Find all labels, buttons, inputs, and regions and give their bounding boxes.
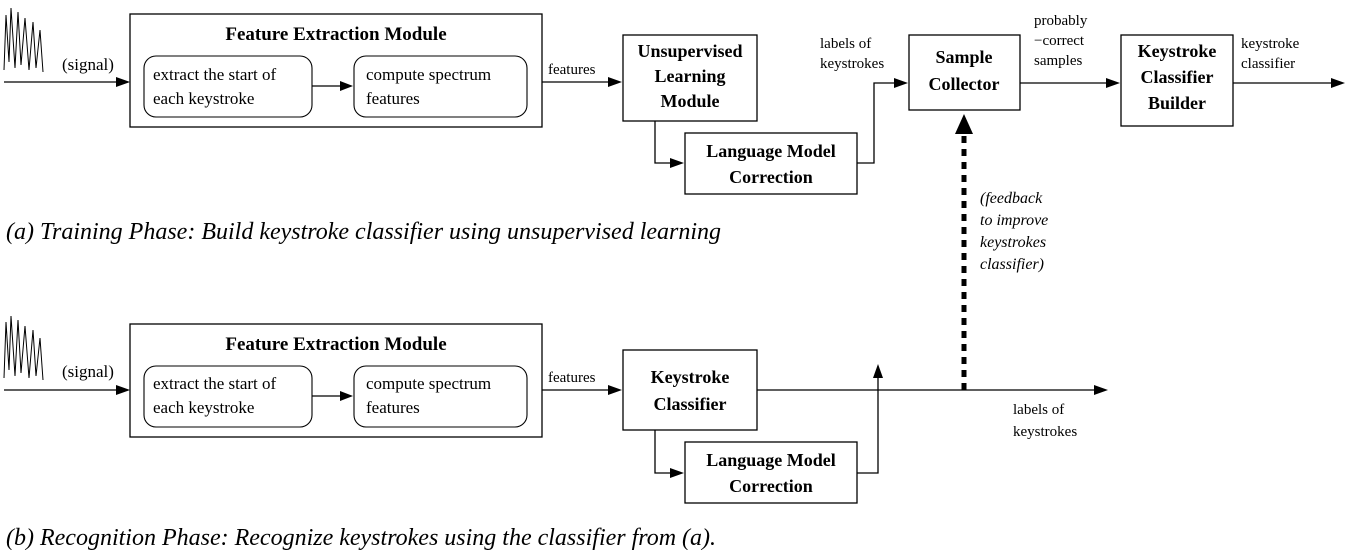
labels-arrow <box>857 82 896 164</box>
unsupervised-line3: Module <box>660 91 719 111</box>
sample-collector-line1: Sample <box>935 47 992 67</box>
builder-line2: Classifier <box>1141 67 1214 87</box>
extract-start-line1: extract the start of <box>153 65 277 84</box>
signal-label: (signal) <box>62 55 114 74</box>
extract-start-line2: each keystroke <box>153 398 254 417</box>
feedback-line3: keystrokes <box>980 234 1046 251</box>
keystroke-output-label: keystroke <box>1241 36 1300 52</box>
signal-label: (signal) <box>62 362 114 381</box>
compute-spectrum-line2: features <box>366 89 420 108</box>
probably-label: probably <box>1034 13 1088 29</box>
builder-line1: Keystroke <box>1138 41 1217 61</box>
compute-spectrum-box <box>353 55 528 118</box>
classifier-line2: Classifier <box>654 394 727 414</box>
feature-module-title: Feature Extraction Module <box>225 24 446 45</box>
features-label: features <box>548 62 596 78</box>
feature-module-title: Feature Extraction Module <box>225 334 446 355</box>
sample-collector <box>908 34 1021 111</box>
language-model-line1: Language Model <box>706 141 836 161</box>
features-label: features <box>548 370 596 386</box>
feedback-path: (feedback to improve keystrokes classifi… <box>955 114 1048 390</box>
compute-spectrum-line2: features <box>366 398 420 417</box>
classifier-output-label: classifier <box>1241 56 1295 72</box>
feedback-line2: to improve <box>980 212 1048 229</box>
signal-waveform-icon <box>3 315 44 381</box>
keystroke-classifier <box>622 349 758 431</box>
unsupervised-learning-module <box>622 34 758 122</box>
recognition-phase: (signal) Feature Extraction Module extra… <box>3 315 1108 550</box>
unsupervised-line2: Learning <box>654 66 725 86</box>
feedback-line4: classifier) <box>980 256 1044 273</box>
keystroke-classifier-builder <box>1120 34 1234 127</box>
signal-waveform-icon <box>3 7 44 73</box>
extract-start-line1: extract the start of <box>153 374 277 393</box>
language-model-line2: Correction <box>729 476 813 496</box>
correct-label: −correct <box>1034 33 1085 49</box>
labels-of-label: labels of <box>820 36 871 52</box>
builder-line3: Builder <box>1148 93 1206 113</box>
compute-spectrum-line1: compute spectrum <box>366 374 491 393</box>
feedback-line1: (feedback <box>980 190 1043 207</box>
keystrokes-label: keystrokes <box>820 56 884 72</box>
language-model-line2: Correction <box>729 167 813 187</box>
unsupervised-line1: Unsupervised <box>637 41 742 61</box>
language-model-line1: Language Model <box>706 450 836 470</box>
samples-label: samples <box>1034 53 1082 69</box>
labels-of-label: labels of <box>1013 402 1064 418</box>
language-model-correction <box>684 132 858 195</box>
keystrokes-label: keystrokes <box>1013 424 1077 440</box>
training-caption: (a) Training Phase: Build keystroke clas… <box>6 219 721 245</box>
recognition-caption: (b) Recognition Phase: Recognize keystro… <box>6 525 716 550</box>
extract-start-line2: each keystroke <box>153 89 254 108</box>
language-model-correction <box>684 441 858 504</box>
classifier-line1: Keystroke <box>651 367 730 387</box>
sample-collector-line2: Collector <box>929 74 1000 94</box>
compute-spectrum-line1: compute spectrum <box>366 65 491 84</box>
training-phase: (signal) Feature Extraction Module extra… <box>3 7 1345 245</box>
compute-spectrum-box <box>353 365 528 428</box>
